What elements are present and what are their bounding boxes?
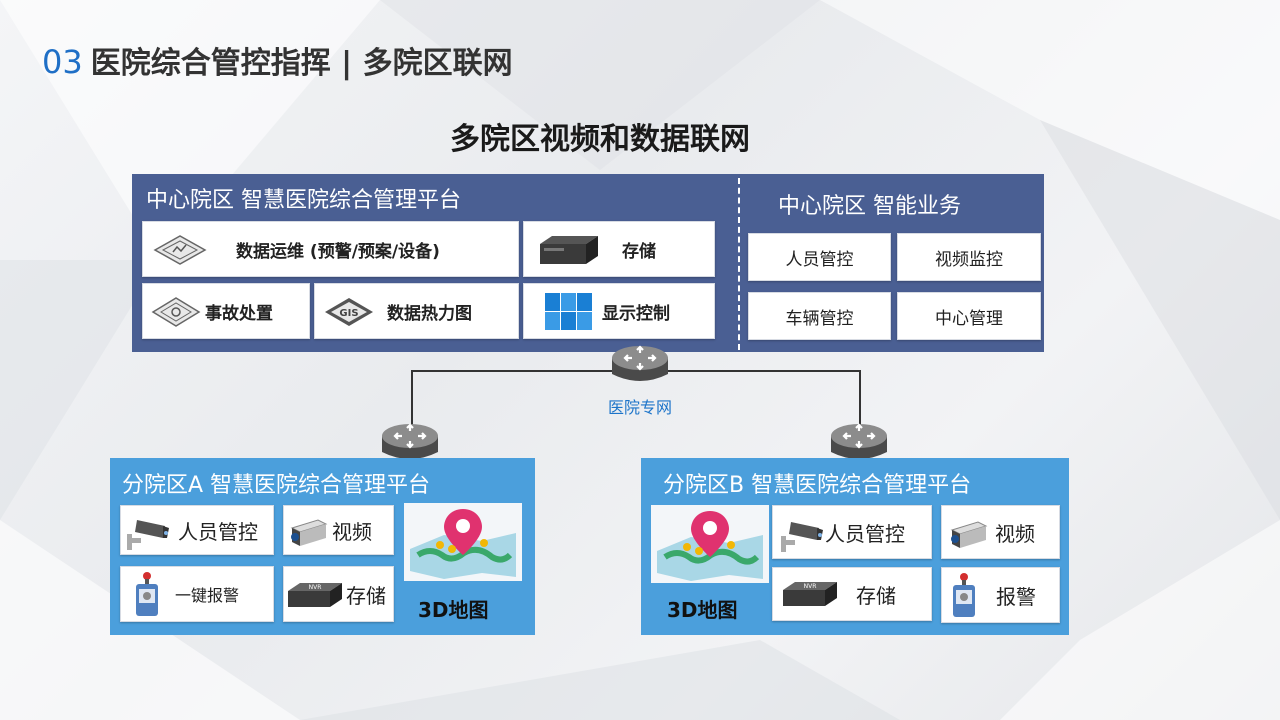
campus-a-card-alarm-label: 一键报警 [175, 586, 240, 605]
campus-a-map-label: 3D地图 [418, 598, 489, 622]
diagram-title: 多院区视频和数据联网 [0, 114, 1200, 158]
map-pin-icon [651, 505, 769, 583]
campus-b-card-alarm[interactable]: 报警 [941, 567, 1060, 623]
center-divider [738, 178, 740, 350]
slide-title: 医院综合管控指挥 | 多院区联网 [90, 46, 513, 81]
campus-b-title: 分院区B 智慧医院综合管理平台 [663, 473, 972, 498]
card-personnel-control-label: 人员管控 [785, 249, 854, 270]
campus-b-card-storage-label: 存储 [856, 583, 896, 608]
campus-a-card-storage[interactable]: NVR 存储 [283, 566, 394, 622]
campus-a-panel: 分院区A 智慧医院综合管理平台 人员管控 视频 一键报警 [110, 458, 535, 635]
network-line-right [859, 370, 861, 428]
card-storage-label: 存储 [622, 241, 656, 262]
map-pin-icon [404, 503, 522, 581]
card-heatmap[interactable]: GIS 数据热力图 [314, 283, 519, 339]
campus-a-card-video-label: 视频 [332, 519, 372, 544]
campus-a-card-personnel[interactable]: 人员管控 [120, 505, 274, 555]
campus-a-card-personnel-label: 人员管控 [178, 519, 258, 544]
slide-number: 03 [42, 43, 83, 81]
card-accident[interactable]: 事故处置 [142, 283, 310, 339]
router-icon [382, 423, 438, 459]
camera-icon [127, 520, 169, 550]
monitor-tile-icon [153, 235, 207, 265]
alarm-button-icon [953, 573, 975, 617]
center-panel: 中心院区 智慧医院综合管理平台 中心院区 智能业务 数据运维 (预警/预案/设备… [132, 174, 1044, 352]
card-heatmap-label: 数据热力图 [387, 303, 472, 324]
video-wall-icon [545, 293, 592, 330]
diagram-title-text: 多院区视频和数据联网 [450, 122, 750, 157]
campus-b-card-alarm-label: 报警 [996, 584, 1036, 609]
card-vehicle-control[interactable]: 车辆管控 [748, 292, 891, 340]
alarm-button-icon [136, 572, 158, 616]
nvr-icon-text: NVR [804, 583, 817, 590]
card-personnel-control[interactable]: 人员管控 [748, 233, 891, 281]
center-platform-title: 中心院区 智慧医院综合管理平台 [146, 188, 461, 213]
camera-icon [781, 522, 823, 552]
storage-box-icon [540, 236, 598, 264]
slide-header: 03 医院综合管控指挥 | 多院区联网 [42, 38, 513, 82]
svg-text:GIS: GIS [339, 308, 358, 319]
nvr-icon-text: NVR [309, 584, 322, 591]
nvr-icon: NVR [288, 583, 342, 607]
campus-b-card-personnel[interactable]: 人员管控 [772, 505, 932, 559]
card-vehicle-control-label: 车辆管控 [785, 308, 854, 329]
campus-a-card-storage-label: 存储 [346, 583, 386, 608]
campus-b-card-video-label: 视频 [995, 521, 1035, 546]
campus-b-panel: 分院区B 智慧医院综合管理平台 3D地图 人员管控 视频 [641, 458, 1069, 635]
card-video-surveillance[interactable]: 视频监控 [897, 233, 1041, 281]
router-icon [612, 345, 668, 381]
card-video-surveillance-label: 视频监控 [935, 249, 1003, 270]
network-label: 医院专网 [608, 398, 673, 417]
card-display-control-label: 显示控制 [602, 303, 670, 324]
card-storage[interactable]: 存储 [523, 221, 715, 277]
card-display-control[interactable]: 显示控制 [523, 283, 715, 339]
network-line-left [411, 370, 413, 428]
accident-tile-icon [151, 297, 201, 327]
campus-b-map-label: 3D地图 [667, 598, 738, 622]
campus-a-card-video[interactable]: 视频 [283, 505, 394, 555]
card-data-ops[interactable]: 数据运维 (预警/预案/设备) [142, 221, 519, 277]
box-camera-icon [950, 521, 988, 548]
box-camera-icon [290, 519, 328, 546]
card-data-ops-label: 数据运维 (预警/预案/设备) [236, 241, 440, 262]
campus-b-card-storage[interactable]: NVR 存储 [772, 567, 932, 621]
card-center-management-label: 中心管理 [935, 308, 1003, 329]
campus-a-title: 分院区A 智慧医院综合管理平台 [122, 473, 431, 498]
center-business-title: 中心院区 智能业务 [778, 194, 961, 219]
card-center-management[interactable]: 中心管理 [897, 292, 1041, 340]
nvr-icon: NVR [783, 582, 837, 606]
campus-b-card-video[interactable]: 视频 [941, 505, 1060, 559]
router-icon [831, 423, 887, 459]
campus-b-card-personnel-label: 人员管控 [825, 521, 905, 546]
campus-a-card-alarm[interactable]: 一键报警 [120, 566, 274, 622]
gis-tile-icon: GIS [325, 298, 373, 326]
card-accident-label: 事故处置 [205, 303, 273, 324]
